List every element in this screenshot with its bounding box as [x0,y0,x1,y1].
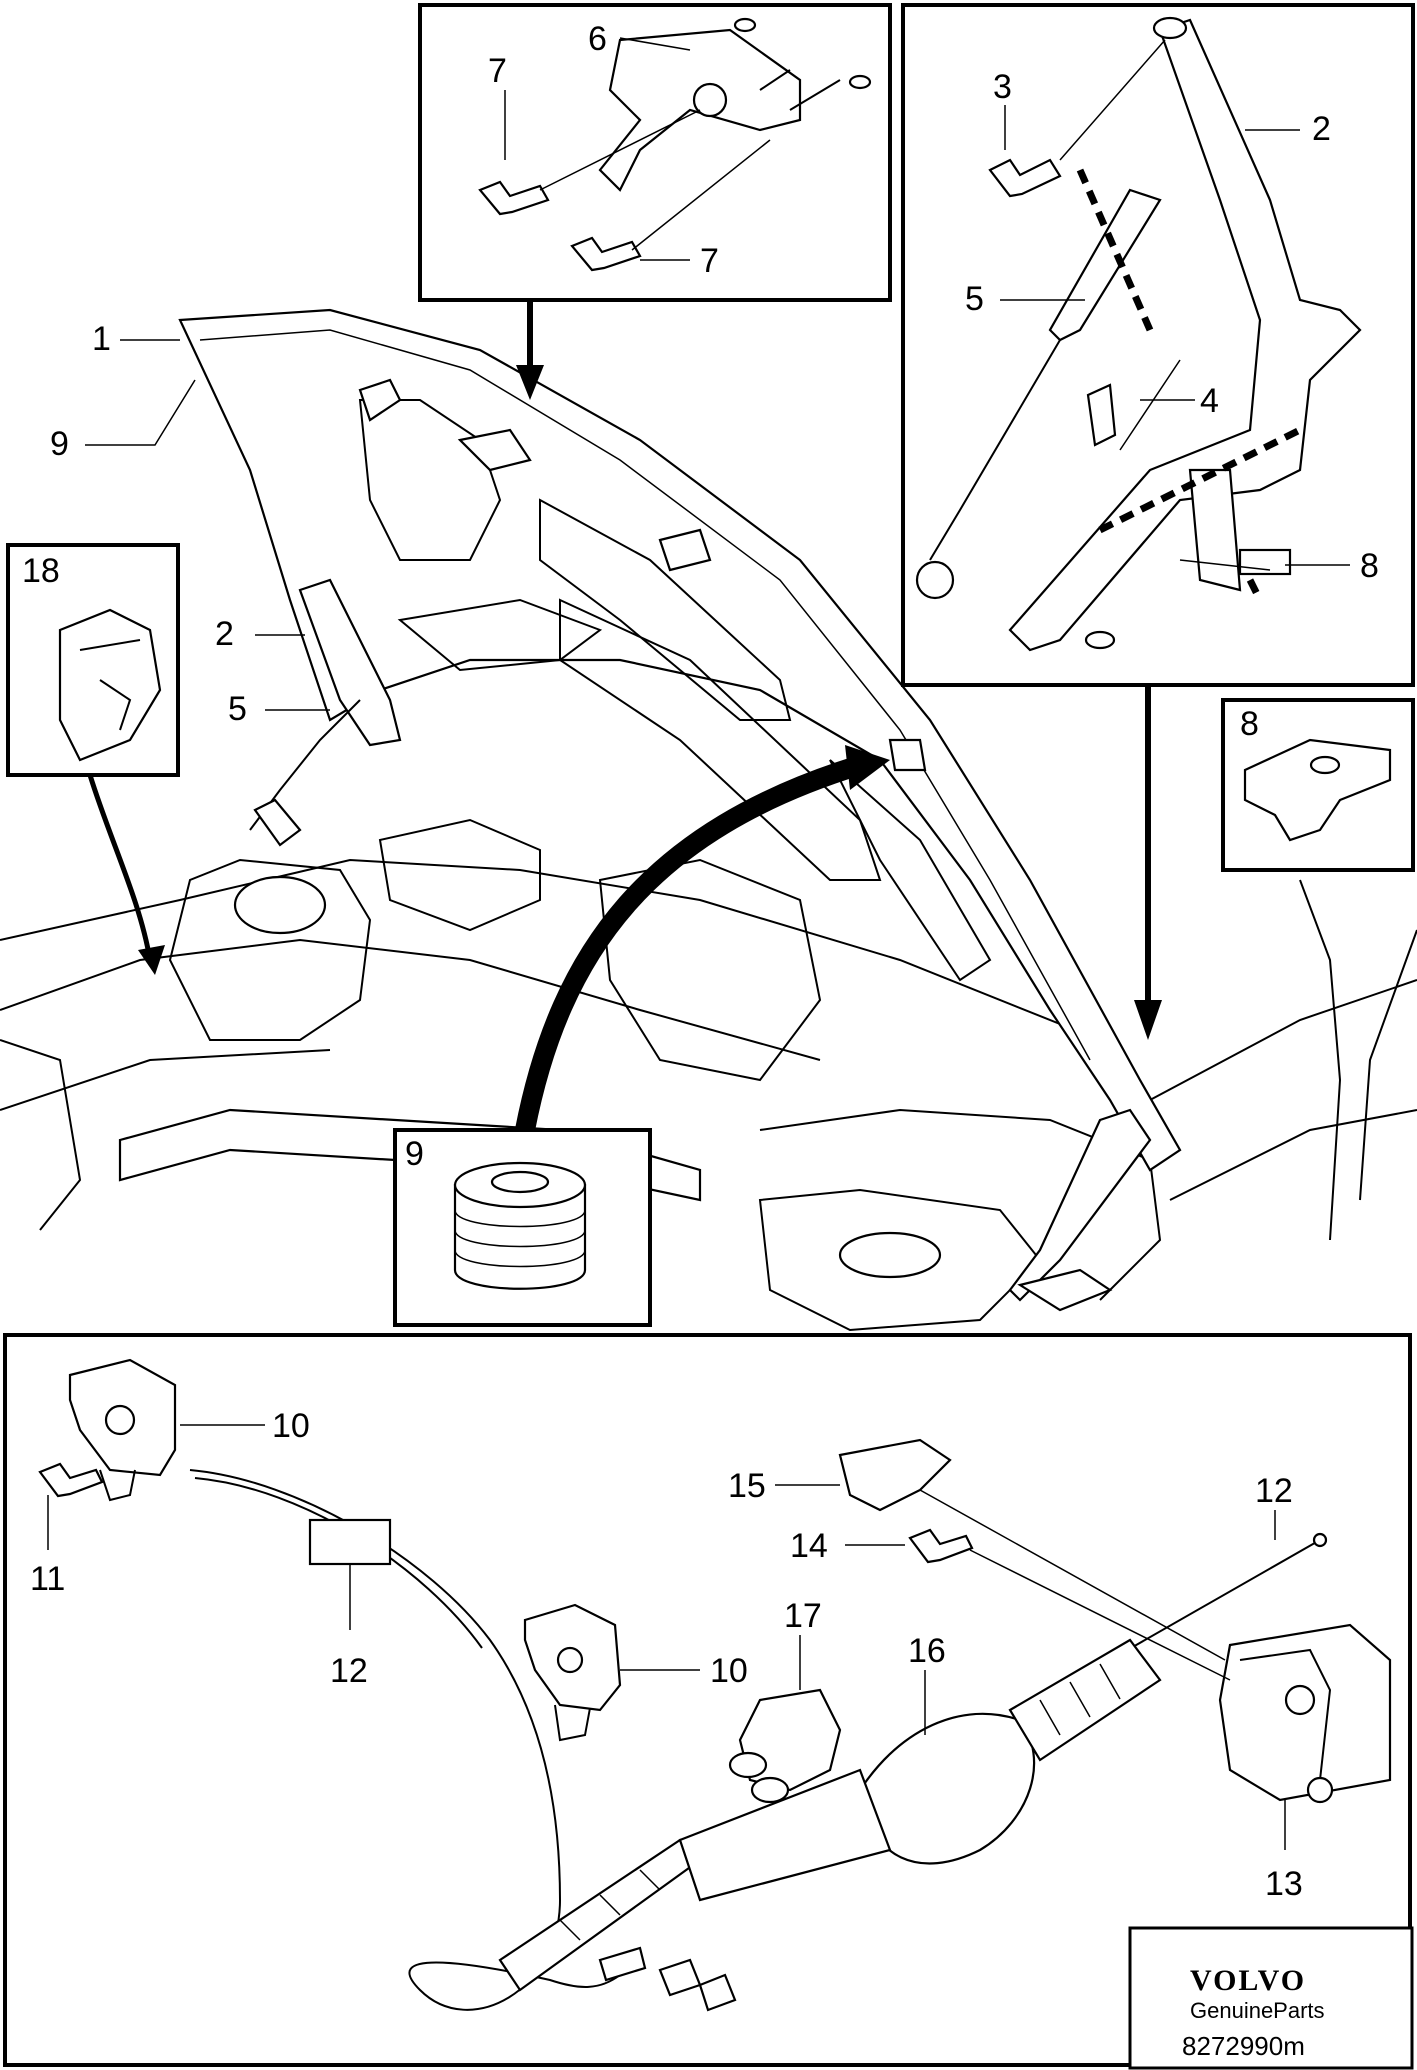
callout-3: 3 [993,68,1012,106]
callout-11: 11 [30,1560,65,1598]
callout-4: 4 [1200,382,1219,420]
leader-lines [47,37,1350,1850]
callout-13: 13 [1265,1865,1303,1903]
right-strut [1008,1108,1152,1312]
callout-7-top: 7 [488,52,507,90]
callout-15: 15 [728,1467,766,1505]
arrow-head-inset-6-7 [516,365,544,400]
inset-nut [1221,698,1415,872]
callout-14: 14 [790,1527,828,1565]
pointer-arrow-to-rubber-buffer [515,745,890,1132]
callout-8-nut: 8 [1240,705,1259,743]
brand-box: VOLVO GenuineParts 8272990m [1128,1926,1414,2070]
engine-bay-outline [0,818,1417,1332]
inset-clip [6,543,180,777]
callout-5-inset: 5 [965,280,984,318]
callout-2-hood: 2 [215,615,234,653]
callout-5-hood: 5 [228,690,247,728]
brand-logo-text: VOLVO [1190,1964,1306,1997]
callout-1: 1 [92,320,111,358]
callout-9-buffer: 9 [405,1135,424,1173]
arrow-head-inset-18 [138,945,165,975]
callout-6: 6 [588,20,607,58]
callout-2-inset: 2 [1312,110,1331,148]
callout-12-right: 12 [1255,1472,1293,1510]
callout-8-inset: 8 [1360,547,1379,585]
callout-17: 17 [784,1597,822,1635]
arrow-head-inset-2-5 [1134,1000,1162,1040]
arrow-from-inset-18 [87,774,153,961]
brand-subtitle: GenuineParts [1190,1998,1325,2023]
diagram-code: 8272990m [1182,2031,1305,2061]
left-hinge-and-strut [249,578,402,847]
inset-bracket-bolts [418,3,892,302]
callout-18: 18 [22,552,60,590]
callout-12-left: 12 [330,1652,368,1690]
callout-10-lower: 10 [710,1652,748,1690]
callout-16: 16 [908,1632,946,1670]
callout-labels: 1 9 18 2 5 6 7 7 3 2 5 4 8 8 9 10 11 12 … [22,20,1379,1903]
callout-7-bottom: 7 [700,242,719,280]
callout-9-hood: 9 [50,425,69,463]
inset-hinge-strut [901,3,1415,687]
callout-10-upper: 10 [272,1407,310,1445]
inset-rubber-buffer [393,1128,652,1327]
